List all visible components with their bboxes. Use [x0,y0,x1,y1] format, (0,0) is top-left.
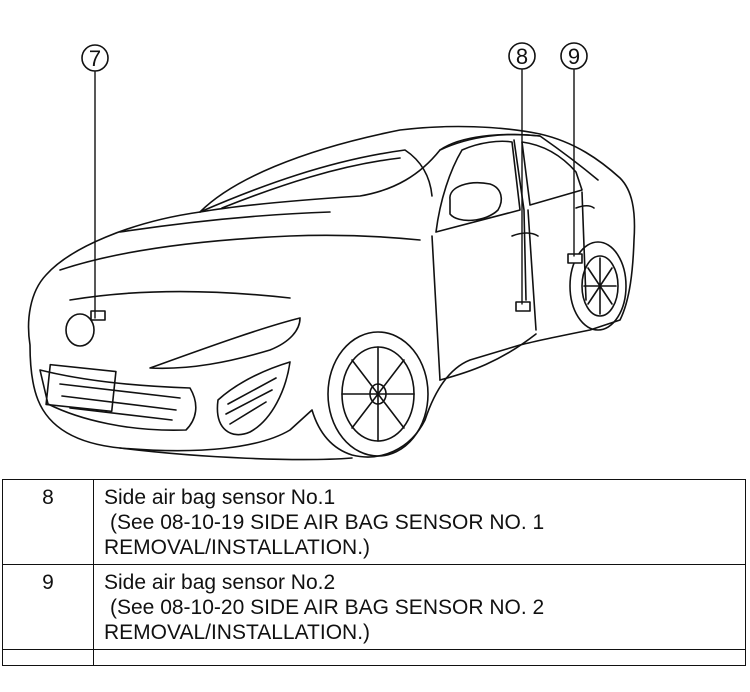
legend-item-number: 9 [2,564,94,650]
legend-item-number: 8 [2,479,94,565]
component-legend-table: 8 Side air bag sensor No.1 (See 08-10-19… [2,479,746,666]
side-air-bag-sensor-2-marker [567,253,583,264]
callout-8: 8 [508,42,536,70]
legend-item-name: Side air bag sensor No.1 [104,486,336,509]
car-diagram: 7 8 9 [27,42,636,461]
car-body [27,125,636,461]
callout-7-number: 7 [89,46,101,71]
legend-row: 8 Side air bag sensor No.1 (See 08-10-19… [2,479,746,565]
front-air-bag-sensor-marker [90,310,106,321]
legend-item-reference-cont: REMOVAL/INSTALLATION.) [104,621,371,644]
callout-9-number: 9 [568,44,580,69]
legend-row-partial [2,649,746,666]
legend-row: 9 Side air bag sensor No.2 (See 08-10-20… [2,564,746,650]
legend-item-reference: (See 08-10-20 SIDE AIR BAG SENSOR NO. 2 [110,596,545,619]
callout-9: 9 [560,42,588,70]
callout-7: 7 [81,44,109,72]
legend-item-reference: (See 08-10-19 SIDE AIR BAG SENSOR NO. 1 [110,511,545,534]
callout-8-number: 8 [516,44,528,69]
legend-item-description: Side air bag sensor No.1 (See 08-10-19 S… [93,479,746,565]
legend-item-reference-cont: REMOVAL/INSTALLATION.) [104,536,371,559]
legend-item-description: Side air bag sensor No.2 (See 08-10-20 S… [93,564,746,650]
side-air-bag-sensor-1-marker [515,301,531,312]
legend-item-name: Side air bag sensor No.2 [104,571,336,594]
